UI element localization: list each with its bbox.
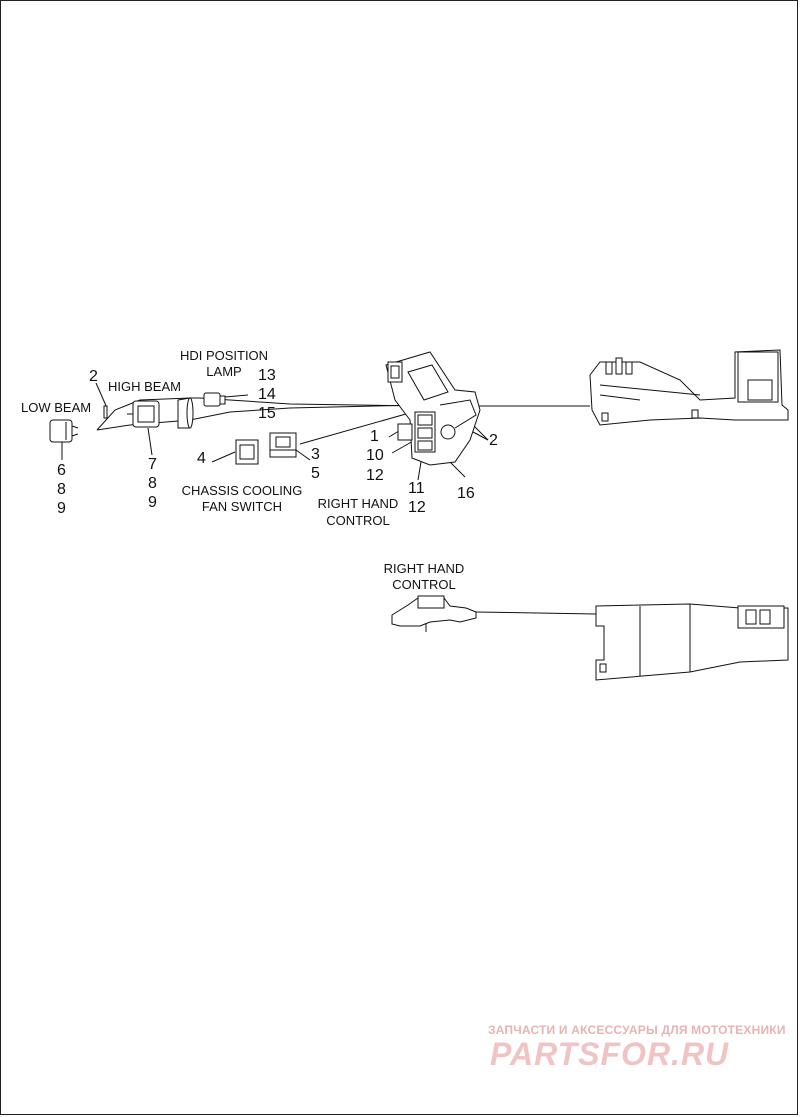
callout-13: 13 [258,367,276,384]
right-hand-control-label-line1: RIGHT HAND [317,496,399,511]
switch-block [414,411,436,453]
high-beam-label: HIGH BEAM [108,379,181,394]
wire-fan-switch [299,409,421,445]
leader-7 [147,427,153,456]
chassis-cooling-label-line2: FAN SWITCH [201,499,283,514]
callout-1: 1 [370,428,379,445]
callout-16: 16 [457,485,475,502]
callout-8-b: 8 [148,475,157,492]
low-beam-connector [49,419,73,443]
callout-2-left: 2 [89,368,98,385]
callout-8-a: 8 [57,481,66,498]
callout-4: 4 [197,450,206,467]
callout-11: 11 [408,480,425,497]
callout-9-b: 9 [148,494,157,511]
watermark-tagline: ЗАПЧАСТИ И АКСЕССУАРЫ ДЛЯ МОТОТЕХНИКИ [488,1023,786,1037]
right-hand-control-2-label-line1: RIGHT HAND [383,561,465,576]
callout-12-a: 12 [366,467,384,484]
right-hand-control-housing [385,351,481,466]
callout-12-b: 12 [408,499,426,516]
right-hand-control-label-line2: CONTROL [326,513,390,528]
fan-switch-connector-3 [269,432,297,458]
callout-15: 15 [258,405,276,422]
low-beam-label: LOW BEAM [21,400,92,415]
right-hand-control-2-label-line2: CONTROL [392,577,456,592]
fan-switch-connector-4 [235,439,259,465]
callout-9-a: 9 [57,500,66,517]
callout-5: 5 [311,465,320,482]
harness-wire-upper [190,397,590,407]
callout-7: 7 [148,456,157,473]
watermark-logo: PARTSFOR.RU [490,1036,730,1072]
leader-2-left [95,382,108,409]
leader-14 [224,394,249,398]
high-beam-connector [132,400,160,428]
callout-2-right: 2 [489,432,498,449]
harness-wire-main [96,404,421,431]
hdi-position-lamp-label-line1: HDI POSITION [179,348,269,363]
chassis-cooling-label-line1: CHASSIS COOLING [181,483,303,498]
callout-10: 10 [366,447,384,464]
callout-3: 3 [311,446,320,463]
leader-4 [211,451,236,463]
hdi-lamp-connector [203,392,221,407]
hdi-position-lamp-label-line2: LAMP [206,364,242,379]
callout-14: 14 [258,386,276,403]
leader-3 [295,449,311,461]
callout-6: 6 [57,462,66,479]
harness-wire-headlamp [96,397,191,431]
